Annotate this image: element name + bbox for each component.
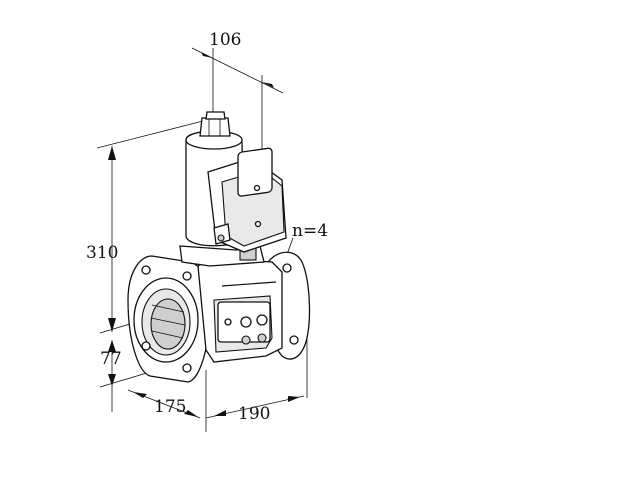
valve-body	[127, 111, 311, 383]
dimension-106-label: 106	[209, 30, 241, 50]
dimension-310-label: 310	[86, 243, 118, 263]
bolt-holes-label: n=4	[292, 221, 328, 241]
dimension-190-label: 190	[238, 404, 270, 424]
dimension-77-label: 77	[100, 349, 122, 369]
dimension-175-label: 175	[154, 397, 186, 417]
